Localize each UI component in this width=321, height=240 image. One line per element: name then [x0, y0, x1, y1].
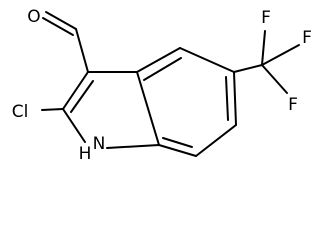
bond-c3a-c4-a [136, 47, 181, 73]
bond-c3-c2-a [62, 71, 89, 110]
bond-cho-c3 [75, 28, 89, 73]
bond-aldehyde-co-2 [42, 17, 74, 36]
bond-c4-c5 [179, 47, 235, 73]
bond-n1-c7a [106, 144, 160, 149]
atom-label-fluorine-bottom: F [288, 95, 298, 115]
bond-c7-c7a-a [158, 144, 197, 157]
atom-labels: O Cl N H F F F [12, 7, 312, 164]
atom-label-fluorine-right: F [302, 28, 312, 48]
bond-c5-c6-b [225, 76, 229, 121]
bond-c3-c2-b [70, 80, 94, 113]
bond-c7-c7a-b [162, 137, 193, 148]
structure-diagram: O Cl N H F F F [12, 7, 312, 164]
bond-c5-c6-a [233, 71, 237, 126]
bond-cf3-f-top [261, 30, 266, 66]
atom-label-chlorine: Cl [12, 102, 29, 122]
bond-cf3-f-right [261, 44, 300, 66]
bond-c7a-c3a [136, 71, 160, 146]
bond-aldehyde-co-1 [45, 11, 77, 30]
atom-label-nitrogen: N [93, 134, 106, 154]
bond-c2-n1 [62, 108, 86, 143]
bond-c6-c7 [195, 124, 237, 157]
bond-cf3-f-bottom [261, 64, 288, 94]
atom-label-fluorine-top: F [261, 8, 271, 28]
bond-c2-cl [41, 108, 64, 111]
atom-label-oxygen: O [27, 7, 40, 27]
bonds [41, 11, 300, 157]
atom-label-hydrogen: H [79, 144, 92, 164]
bond-c3a-c4-b [143, 57, 182, 81]
bond-c5-cf3 [233, 64, 263, 73]
